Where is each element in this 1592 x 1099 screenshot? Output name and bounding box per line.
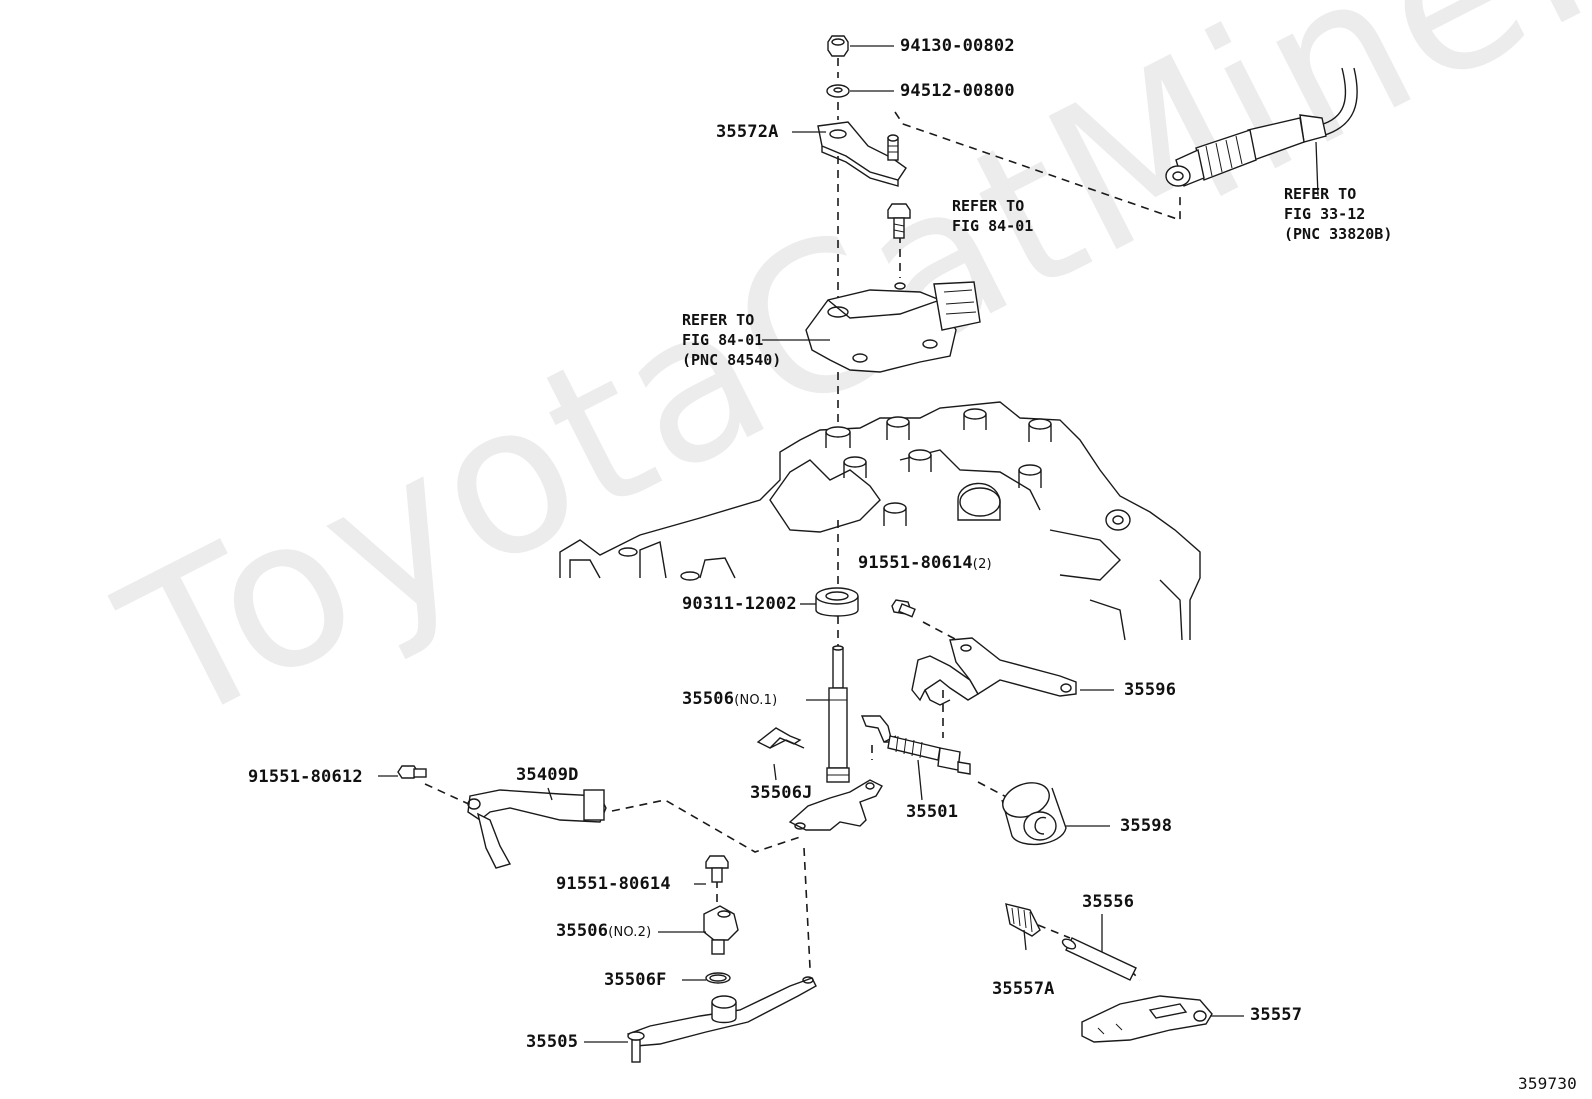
washer-94512[interactable] [826, 84, 850, 98]
bolt-91551-80612[interactable] [397, 765, 427, 779]
label-35506-no1[interactable]: 35506(NO.1) [682, 690, 777, 710]
label-94512-00800[interactable]: 94512-00800 [900, 81, 1015, 101]
part-number: 35506 [682, 689, 735, 709]
lever-35505[interactable] [626, 976, 817, 1063]
label-35596[interactable]: 35596 [1124, 680, 1177, 700]
neutral-start-switch [805, 281, 981, 373]
control-cable [1165, 67, 1358, 187]
shaft-35506-no1[interactable] [788, 645, 883, 831]
bolt-91551-80614-2[interactable] [891, 599, 916, 618]
label-35506-no2[interactable]: 35506(NO.2) [556, 922, 651, 942]
part-qualifier: (2) [972, 557, 992, 572]
note-line: FIG 84-01 [952, 217, 1034, 235]
part-number: 35506 [556, 921, 609, 941]
note-line: REFER TO [1284, 185, 1357, 203]
label-35572A[interactable]: 35572A [716, 122, 779, 142]
lever-35557[interactable] [1081, 995, 1213, 1043]
collar-35598[interactable] [998, 777, 1067, 846]
part-number: 91551-80614 [858, 553, 973, 573]
label-35501[interactable]: 35501 [906, 802, 959, 822]
bracket-35596[interactable] [911, 637, 1077, 706]
label-91551-80614-2[interactable]: 91551-80614(2) [858, 554, 992, 574]
label-91551-80614[interactable]: 91551-80614 [556, 874, 671, 894]
bolt-91551-80614[interactable] [705, 855, 729, 883]
shaft-35506-no2[interactable] [703, 905, 739, 955]
label-94130-00802[interactable]: 94130-00802 [900, 36, 1015, 56]
label-35506F[interactable]: 35506F [604, 970, 667, 990]
label-91551-80612[interactable]: 91551-80612 [248, 767, 363, 787]
note-switch-reference: REFER TO FIG 84-01 (PNC 84540) [682, 310, 781, 370]
label-90311-12002[interactable]: 90311-12002 [682, 594, 797, 614]
spring-35557A[interactable] [1005, 903, 1041, 937]
note-line: (PNC 33820B) [1284, 225, 1393, 243]
label-35506J[interactable]: 35506J [750, 783, 813, 803]
lever-35572A[interactable] [817, 121, 907, 187]
note-line: FIG 84-01 [682, 331, 764, 349]
label-35557[interactable]: 35557 [1250, 1005, 1303, 1025]
label-35409D[interactable]: 35409D [516, 765, 579, 785]
diagram-id: 359730 [1518, 1074, 1577, 1093]
label-35556[interactable]: 35556 [1082, 892, 1135, 912]
lever-35409D[interactable] [467, 789, 607, 869]
note-line: FIG 33-12 [1284, 205, 1366, 223]
clip-35506J[interactable] [756, 727, 805, 749]
rod-35501[interactable] [860, 715, 971, 775]
note-line: (PNC 84540) [682, 351, 782, 369]
label-35557A[interactable]: 35557A [992, 979, 1055, 999]
o-ring-35506F[interactable] [705, 972, 731, 984]
note-bolt-reference: REFER TO FIG 84-01 [952, 196, 1033, 236]
pin-35556[interactable] [1061, 937, 1137, 981]
oil-seal-90311[interactable] [815, 587, 859, 617]
nut-94130[interactable] [827, 35, 849, 57]
note-line: REFER TO [952, 197, 1025, 215]
part-qualifier: (NO.2) [608, 925, 652, 940]
part-qualifier: (NO.1) [734, 693, 778, 708]
switch-bolt [887, 203, 911, 239]
label-35505[interactable]: 35505 [526, 1032, 579, 1052]
label-35598[interactable]: 35598 [1120, 816, 1173, 836]
leader-lines [378, 45, 1319, 1043]
note-cable-reference: REFER TO FIG 33-12 (PNC 33820B) [1284, 184, 1392, 244]
note-line: REFER TO [682, 311, 755, 329]
assembly-lines [424, 58, 1181, 981]
transmission-case [559, 401, 1201, 641]
